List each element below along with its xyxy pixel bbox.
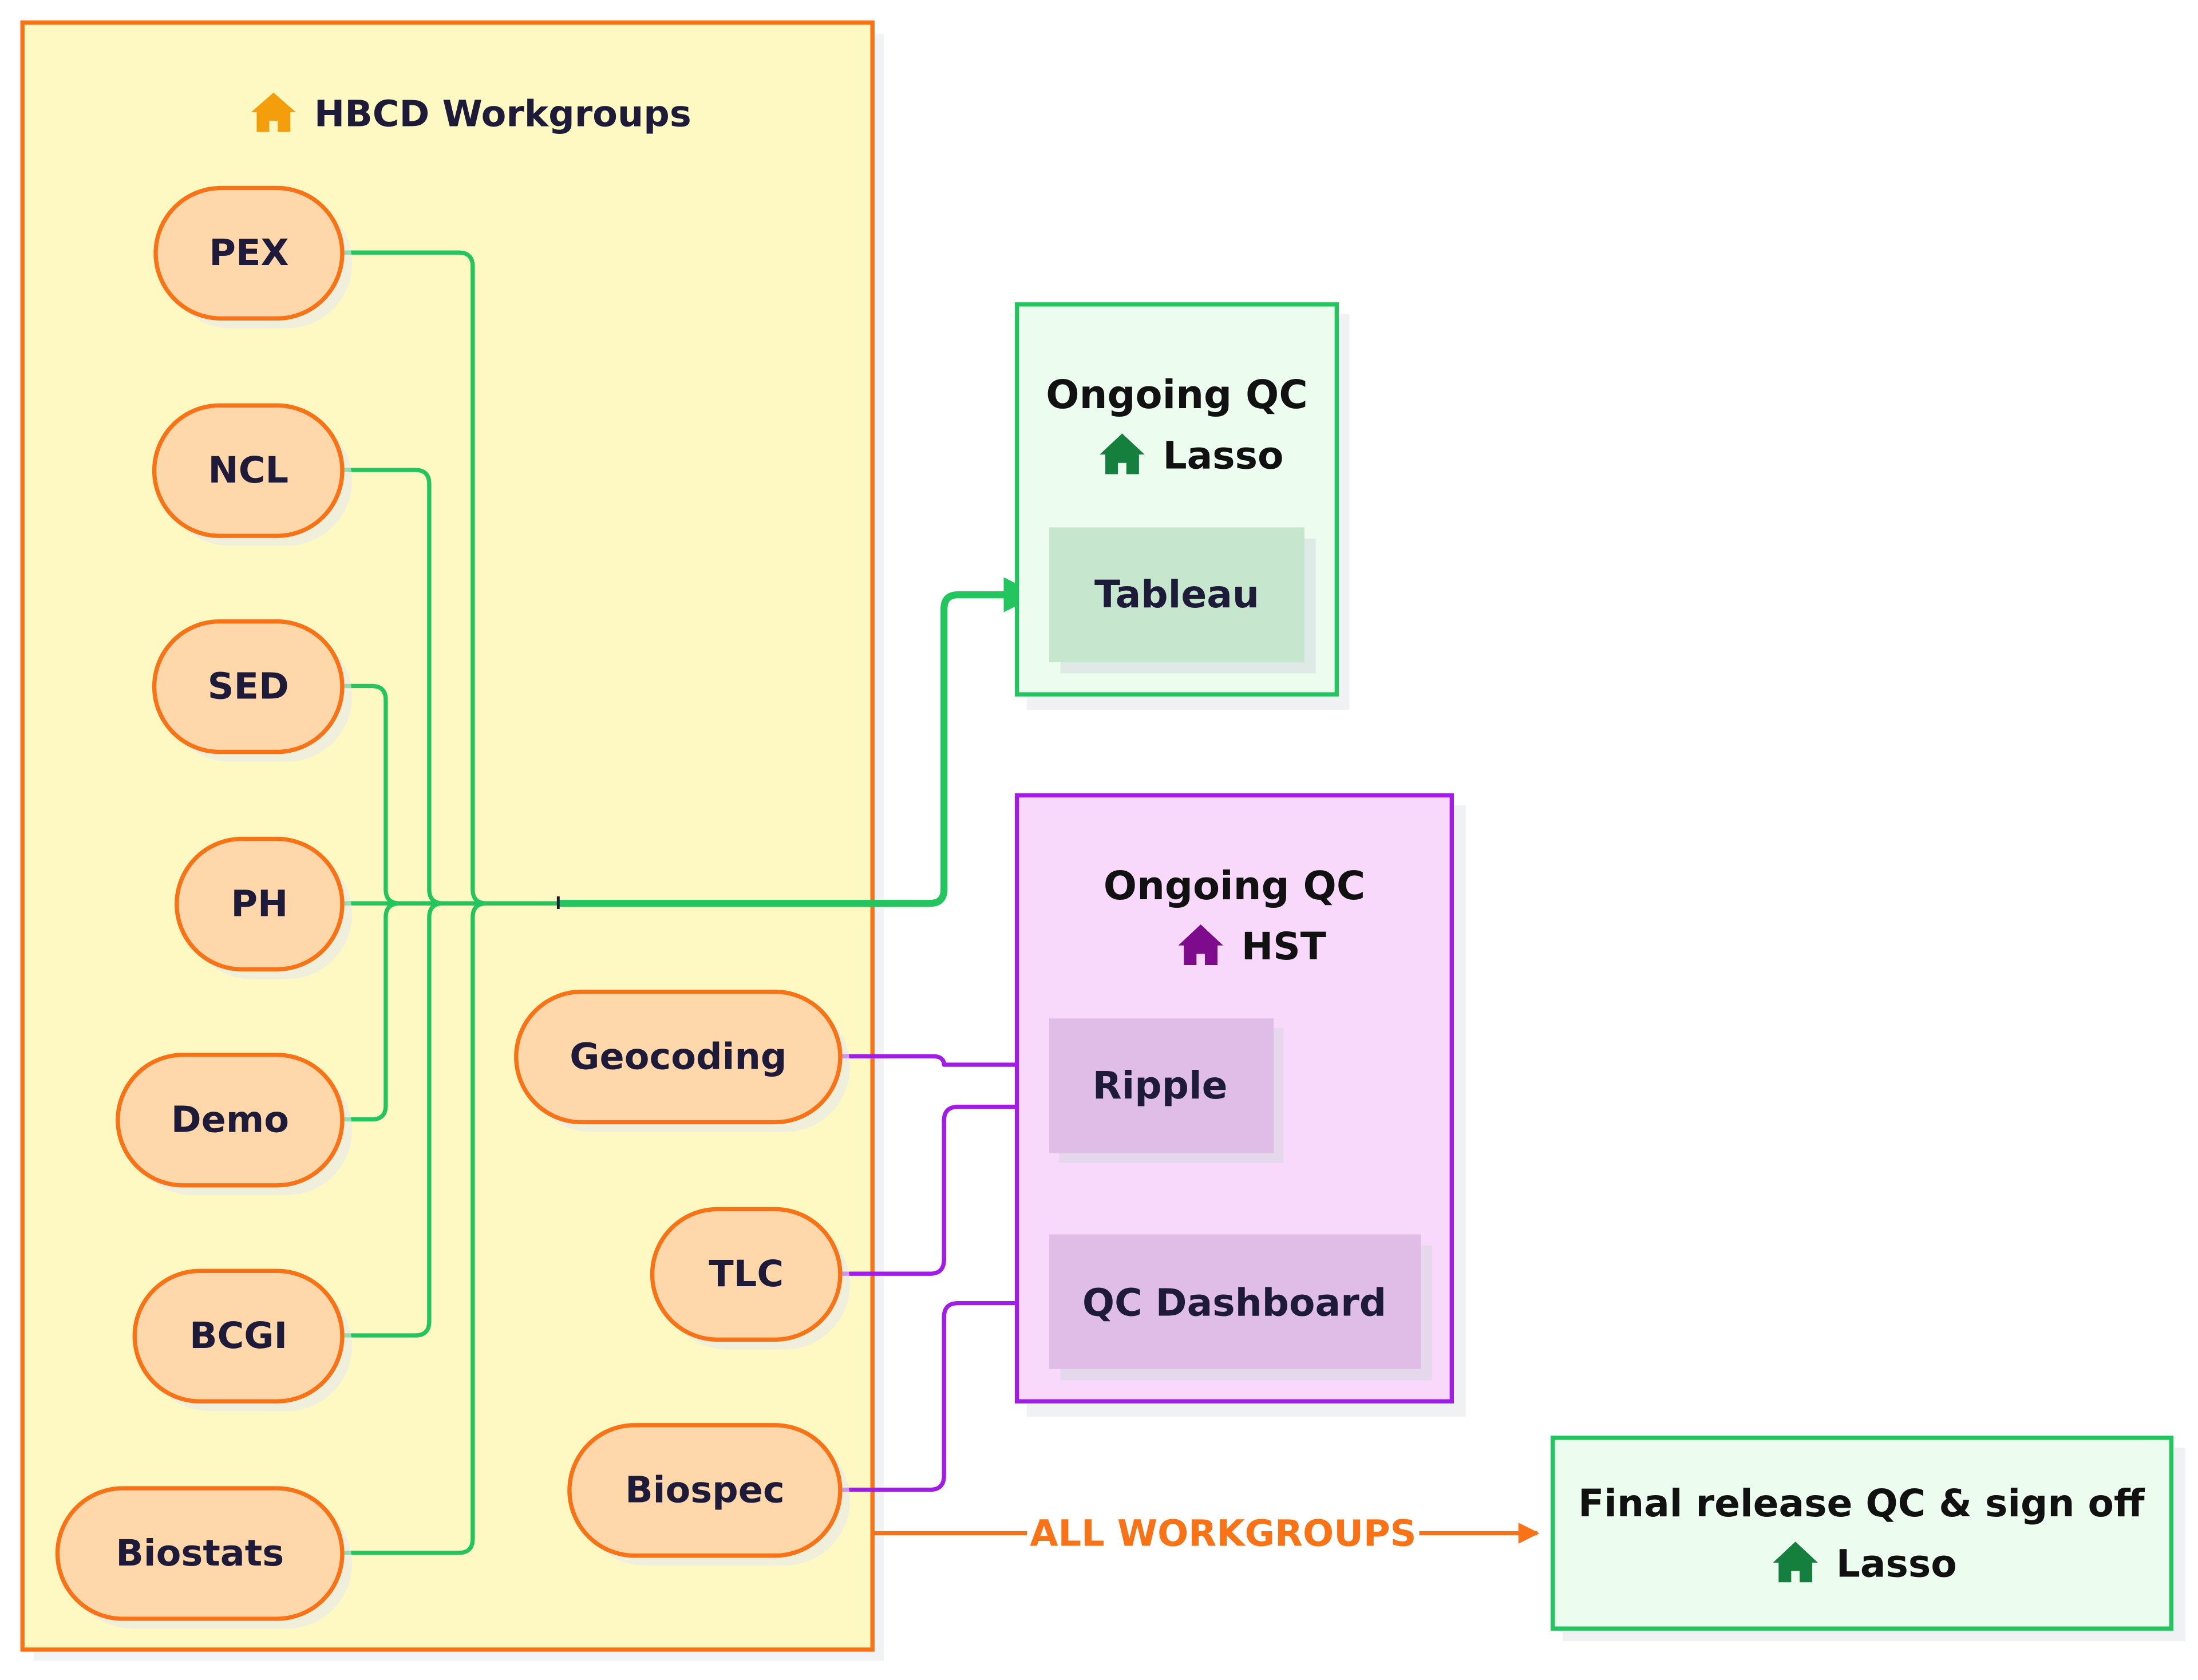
tool-label: Ripple bbox=[1093, 1064, 1228, 1108]
green-connectors bbox=[343, 250, 1039, 1555]
workgroup-pill-biostats[interactable]: Biostats bbox=[55, 1486, 353, 1629]
workgroup-label: BCGI bbox=[189, 1315, 287, 1357]
lasso-qc-title: Ongoing QC bbox=[1046, 372, 1307, 418]
hst-qc-container: Ongoing QC HST Ripple QC Dashboard bbox=[1014, 793, 1466, 1417]
final-release-owner: Lasso bbox=[1836, 1541, 1957, 1586]
house-icon bbox=[1178, 924, 1223, 966]
edge-label-mask bbox=[1027, 1512, 1420, 1555]
workgroup-pill-geocoding[interactable]: Geocoding bbox=[514, 989, 851, 1132]
hst-qc-title: Ongoing QC bbox=[1104, 863, 1365, 909]
workgroup-pill-pex[interactable]: PEX bbox=[153, 185, 353, 329]
workgroup-pill-tlc[interactable]: TLC bbox=[650, 1207, 851, 1350]
lasso-qc-owner: Lasso bbox=[1163, 434, 1283, 478]
workgroup-pill-demo[interactable]: Demo bbox=[116, 1053, 353, 1195]
workgroup-label: Biospec bbox=[625, 1469, 785, 1512]
hst-qc-owner: HST bbox=[1242, 924, 1326, 969]
final-release-title: Final release QC & sign off bbox=[1578, 1481, 2145, 1525]
workgroup-pill-bcgi[interactable]: BCGI bbox=[132, 1268, 353, 1412]
workgroup-pill-ph[interactable]: PH bbox=[175, 836, 353, 979]
tool-label: Tableau bbox=[1094, 572, 1259, 616]
connector-tlc bbox=[839, 1096, 1038, 1276]
tool-label: QC Dashboard bbox=[1082, 1281, 1386, 1325]
lasso-qc-container: Ongoing QC Lasso Tableau bbox=[1014, 302, 1350, 710]
connector-geocoding bbox=[839, 1054, 1038, 1076]
workgroup-label: Geocoding bbox=[570, 1035, 786, 1078]
connector-to-tableau bbox=[558, 577, 1039, 907]
purple-connectors bbox=[839, 1054, 1038, 1492]
tool-tableau[interactable]: Tableau bbox=[1049, 527, 1316, 674]
workgroup-pill-biospec[interactable]: Biospec bbox=[567, 1423, 851, 1566]
workgroup-pill-ncl[interactable]: NCL bbox=[152, 403, 353, 546]
workgroup-label: Demo bbox=[171, 1099, 289, 1141]
workgroup-label: PH bbox=[231, 883, 288, 925]
workgroups-container: HBCD Workgroups bbox=[20, 20, 884, 1661]
house-icon bbox=[1773, 1541, 1818, 1583]
tool-qc-dashboard[interactable]: QC Dashboard bbox=[1049, 1234, 1433, 1381]
connector-biospec bbox=[839, 1292, 1038, 1492]
workgroup-label: SED bbox=[208, 665, 289, 707]
final-release-box: Final release QC & sign off Lasso bbox=[1551, 1436, 2185, 1642]
workgroup-label: TLC bbox=[709, 1253, 784, 1295]
workgroup-label: NCL bbox=[208, 449, 288, 492]
connector-demo bbox=[343, 901, 559, 1122]
workgroups-title: HBCD Workgroups bbox=[314, 93, 691, 136]
all-workgroups-edge: ALL WORKGROUPS bbox=[873, 1512, 1540, 1555]
tool-ripple[interactable]: Ripple bbox=[1049, 1018, 1284, 1163]
workgroup-pill-sed[interactable]: SED bbox=[152, 619, 353, 762]
edge-label: ALL WORKGROUPS bbox=[1030, 1513, 1416, 1555]
house-icon bbox=[1100, 433, 1145, 475]
connector-bcgi bbox=[343, 901, 559, 1338]
workgroup-label: PEX bbox=[209, 232, 288, 274]
workgroup-label: Biostats bbox=[116, 1532, 284, 1575]
connector-biostats bbox=[343, 901, 559, 1555]
